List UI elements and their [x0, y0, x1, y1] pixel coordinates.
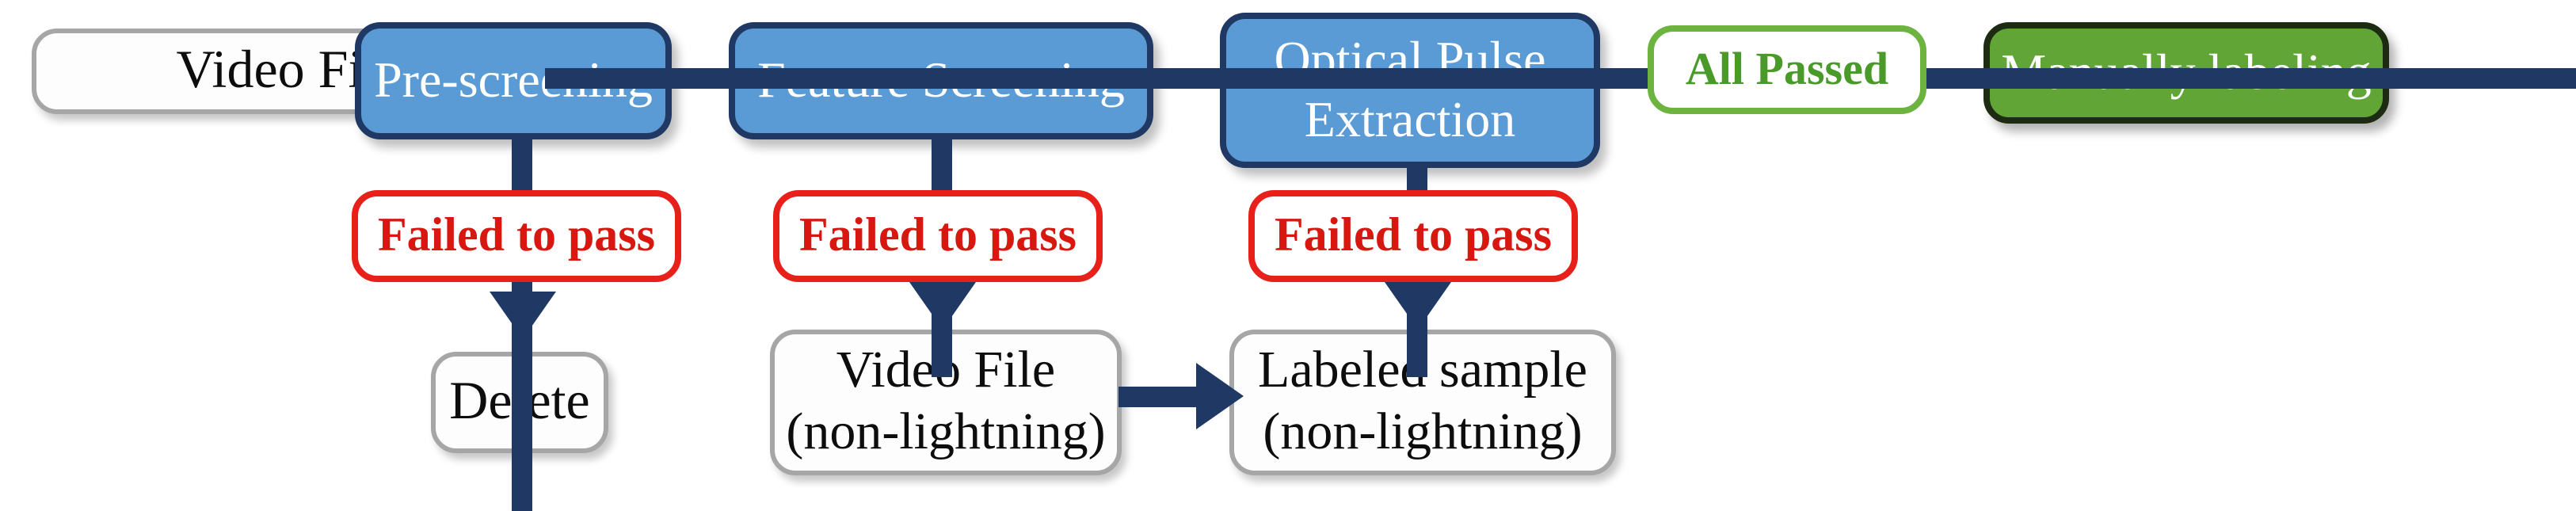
arrowhead-featurescreening-to-videofile: [909, 282, 976, 330]
node-failed-to-pass-3[interactable]: Failed to pass: [1248, 190, 1578, 282]
node-failed-to-pass-2[interactable]: Failed to pass: [773, 190, 1103, 282]
node-optical-pulse-extraction[interactable]: Optical Pulse Extraction: [1220, 13, 1600, 168]
arrowhead-prescreening-to-delete: [490, 292, 556, 339]
arrowhead-videofilenl-to-labeledsamplenl: [1196, 363, 1244, 429]
node-all-passed[interactable]: All Passed: [1648, 25, 1926, 114]
node-labeled-sample-non-lightning[interactable]: Labeled sample (non-lightning): [1229, 330, 1616, 475]
arrowhead-opticalpulse-to-labeledsample: [1385, 282, 1451, 330]
node-failed-to-pass-1[interactable]: Failed to pass: [352, 190, 681, 282]
connector-videofilenl-to-labeledsamplenl: [1118, 387, 1207, 407]
